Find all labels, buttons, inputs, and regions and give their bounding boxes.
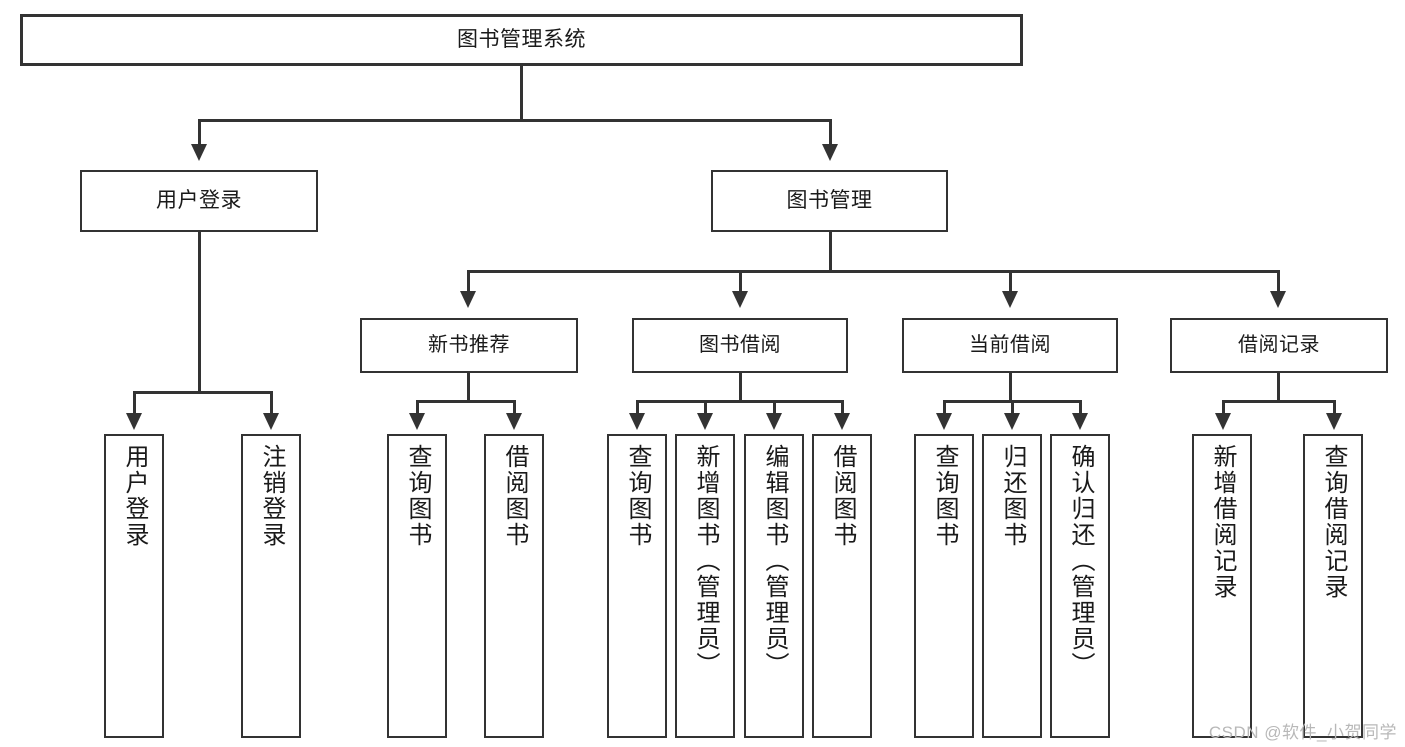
node-label: 新书推荐 xyxy=(428,334,510,356)
arrowhead-cb-to-leaf-2 xyxy=(1004,413,1020,430)
connector-root-to-user-login xyxy=(198,119,201,146)
node-label: 归还图书 xyxy=(999,444,1026,548)
leaf-logout-login[interactable]: 注销登录 xyxy=(241,434,301,738)
connector-bm-to-current-borrow xyxy=(1009,270,1012,293)
node-user-login[interactable]: 用户登录 xyxy=(80,170,318,232)
connector-bm-to-borrow-record xyxy=(1277,270,1280,293)
connector-borrow-record-bus xyxy=(1222,400,1336,403)
node-current-borrow[interactable]: 当前借阅 xyxy=(902,318,1118,373)
arrowhead-bm-to-book-borrow xyxy=(732,291,748,308)
node-label: 用户登录 xyxy=(156,188,242,212)
node-label: 图书管理 xyxy=(786,188,873,212)
connector-cb-to-leaf-3 xyxy=(1079,400,1082,415)
arrowhead-user-login-to-leaf-2 xyxy=(263,413,279,430)
connector-user-login-stem xyxy=(198,232,201,394)
arrowhead-bb-to-leaf-2 xyxy=(697,413,713,430)
node-label: 新增图书（管理员） xyxy=(692,444,719,678)
connector-book-management-stem xyxy=(829,232,832,271)
leaf-add-borrow-record[interactable]: 新增借阅记录 xyxy=(1192,434,1252,738)
arrowhead-root-to-user-login xyxy=(191,144,207,161)
arrowhead-br-to-leaf-1 xyxy=(1215,413,1231,430)
node-label: 查询图书 xyxy=(404,444,431,548)
node-label: 查询借阅记录 xyxy=(1320,444,1347,600)
node-label: 注销登录 xyxy=(258,444,285,548)
connector-user-login-to-leaf-1 xyxy=(133,391,136,415)
arrowhead-bm-to-new-book xyxy=(460,291,476,308)
node-book-borrow[interactable]: 图书借阅 xyxy=(632,318,848,373)
node-label: 用户登录 xyxy=(121,444,148,548)
connector-new-book-stem xyxy=(467,373,470,403)
connector-root-stem xyxy=(520,66,523,119)
node-label: 确认归还（管理员） xyxy=(1067,444,1094,678)
node-label: 借阅记录 xyxy=(1238,334,1320,356)
node-label: 编辑图书（管理员） xyxy=(761,444,788,678)
connector-user-login-bus xyxy=(133,391,272,394)
arrowhead-br-to-leaf-2 xyxy=(1326,413,1342,430)
node-label: 查询图书 xyxy=(624,444,651,548)
leaf-query-book-borrow[interactable]: 查询图书 xyxy=(607,434,667,738)
leaf-user-login[interactable]: 用户登录 xyxy=(104,434,164,738)
arrowhead-nb-to-leaf-1 xyxy=(409,413,425,430)
connector-book-borrow-bus xyxy=(636,400,844,403)
connector-nb-to-leaf-2 xyxy=(513,400,516,415)
arrowhead-cb-to-leaf-1 xyxy=(936,413,952,430)
leaf-add-book[interactable]: 新增图书（管理员） xyxy=(675,434,735,738)
connector-bb-to-leaf-1 xyxy=(636,400,639,415)
leaf-borrow-book[interactable]: 借阅图书 xyxy=(812,434,872,738)
arrowhead-bm-to-current-borrow xyxy=(1002,291,1018,308)
arrowhead-user-login-to-leaf-1 xyxy=(126,413,142,430)
arrowhead-bb-to-leaf-3 xyxy=(766,413,782,430)
node-label: 图书管理系统 xyxy=(457,27,586,51)
leaf-return-book[interactable]: 归还图书 xyxy=(982,434,1042,738)
node-root-book-management-system[interactable]: 图书管理系统 xyxy=(20,14,1023,66)
arrowhead-cb-to-leaf-3 xyxy=(1072,413,1088,430)
leaf-borrow-book-recommend[interactable]: 借阅图书 xyxy=(484,434,544,738)
node-label: 查询图书 xyxy=(931,444,958,548)
leaf-edit-book[interactable]: 编辑图书（管理员） xyxy=(744,434,804,738)
connector-bb-to-leaf-2 xyxy=(704,400,707,415)
connector-bb-to-leaf-4 xyxy=(841,400,844,415)
node-book-management[interactable]: 图书管理 xyxy=(711,170,948,232)
leaf-query-book-current[interactable]: 查询图书 xyxy=(914,434,974,738)
connector-user-login-to-leaf-2 xyxy=(270,391,273,415)
leaf-confirm-return[interactable]: 确认归还（管理员） xyxy=(1050,434,1110,738)
arrowhead-nb-to-leaf-2 xyxy=(506,413,522,430)
connector-borrow-record-stem xyxy=(1277,373,1280,403)
connector-bb-to-leaf-3 xyxy=(773,400,776,415)
arrowhead-bm-to-borrow-record xyxy=(1270,291,1286,308)
node-label: 借阅图书 xyxy=(501,444,528,548)
connector-cb-to-leaf-2 xyxy=(1011,400,1014,415)
leaf-query-book-recommend[interactable]: 查询图书 xyxy=(387,434,447,738)
node-label: 当前借阅 xyxy=(969,334,1051,356)
arrowhead-bb-to-leaf-4 xyxy=(834,413,850,430)
connector-br-to-leaf-2 xyxy=(1333,400,1336,415)
node-label: 借阅图书 xyxy=(829,444,856,548)
node-label: 新增借阅记录 xyxy=(1209,444,1236,600)
connector-nb-to-leaf-1 xyxy=(416,400,419,415)
connector-br-to-leaf-1 xyxy=(1222,400,1225,415)
connector-root-bus xyxy=(198,119,832,122)
node-new-book-recommend[interactable]: 新书推荐 xyxy=(360,318,578,373)
connector-book-management-bus xyxy=(467,270,1280,273)
node-borrow-record[interactable]: 借阅记录 xyxy=(1170,318,1388,373)
leaf-query-borrow-record[interactable]: 查询借阅记录 xyxy=(1303,434,1363,738)
connector-root-to-book-management xyxy=(829,119,832,146)
arrowhead-bb-to-leaf-1 xyxy=(629,413,645,430)
arrowhead-root-to-book-management xyxy=(822,144,838,161)
connector-book-borrow-stem xyxy=(739,373,742,403)
connector-bm-to-new-book xyxy=(467,270,470,293)
connector-bm-to-book-borrow xyxy=(739,270,742,293)
connector-new-book-bus xyxy=(416,400,516,403)
connector-cb-to-leaf-1 xyxy=(943,400,946,415)
connector-current-borrow-stem xyxy=(1009,373,1012,403)
node-label: 图书借阅 xyxy=(699,334,781,356)
